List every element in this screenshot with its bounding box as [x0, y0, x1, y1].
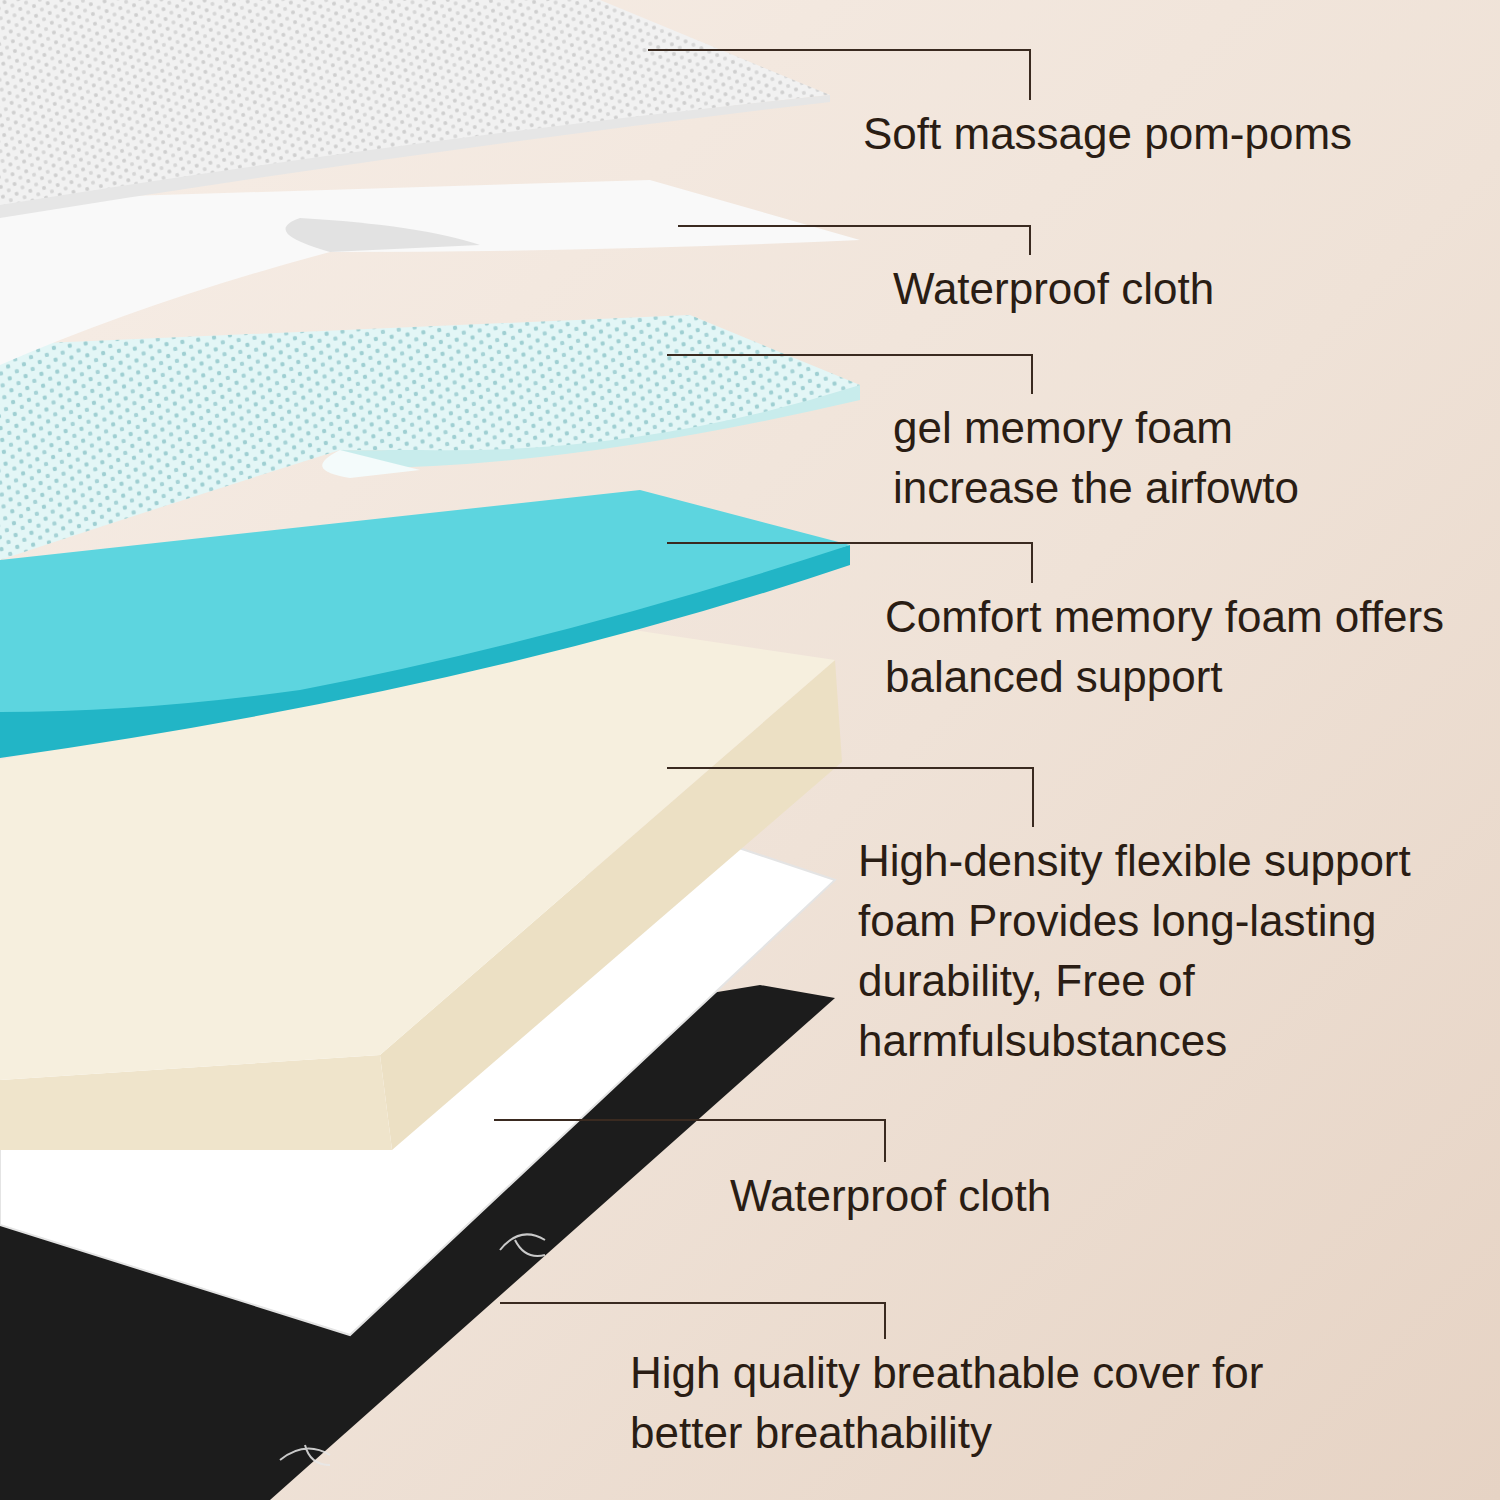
layer-label: Waterproof cloth — [893, 259, 1453, 319]
layer-label: gel memory foam increase the airfowto — [893, 398, 1393, 518]
layer-label: High-density flexible support foam Provi… — [858, 831, 1456, 1071]
layer-label: High quality breathable cover for better… — [630, 1343, 1290, 1463]
layer-label: Soft massage pom-poms — [863, 104, 1483, 164]
layer-label: Comfort memory foam offers balanced supp… — [885, 587, 1445, 707]
layer-label: Waterproof cloth — [730, 1166, 1290, 1226]
